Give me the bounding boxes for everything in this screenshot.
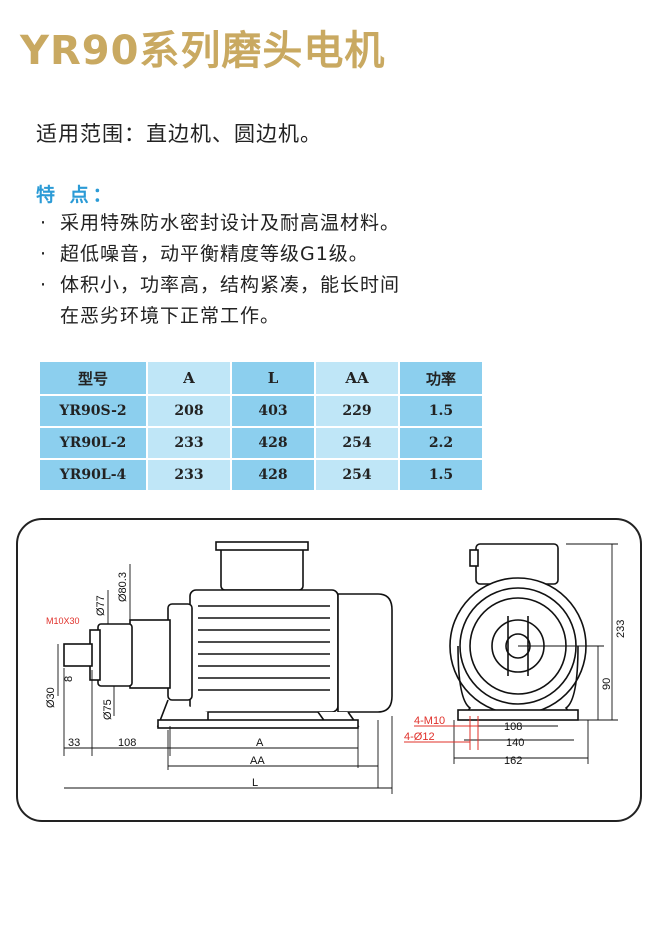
dim-8: 8	[63, 676, 75, 682]
table-header-row: 型号 A L AA 功率	[40, 362, 482, 394]
cell-model: YR90L-2	[40, 428, 146, 458]
feature-text: 采用特殊防水密封设计及耐高温材料。	[60, 212, 401, 234]
dim-l: L	[252, 777, 258, 789]
table-row: YR90S-2 208 403 229 1.5	[40, 396, 482, 426]
technical-drawing-frame: M10X30 Ø77 Ø80.3 Ø30 8 Ø75 33 108 A AA L	[16, 518, 642, 822]
cell-model: YR90S-2	[40, 396, 146, 426]
dim-140: 140	[506, 737, 524, 749]
dim-d77: Ø77	[95, 595, 107, 616]
dim-d80-3: Ø80.3	[117, 572, 129, 602]
col-header-l: L	[232, 362, 314, 394]
feature-item-continued: 在恶劣环境下正常工作。	[40, 301, 400, 332]
cell-power: 1.5	[400, 460, 482, 490]
cell-a: 208	[148, 396, 230, 426]
dim-233: 233	[615, 620, 627, 638]
dim-108-side: 108	[118, 737, 136, 749]
features-list: · 采用特殊防水密封设计及耐高温材料。 · 超低噪音，动平衡精度等级G1级。 · 体积…	[40, 208, 400, 332]
bullet: ·	[40, 274, 48, 296]
cell-aa: 254	[316, 428, 398, 458]
dim-aa: AA	[250, 755, 265, 767]
front-view	[449, 543, 587, 721]
side-dimension-lines	[57, 564, 393, 794]
table-row: YR90L-4 233 428 254 1.5	[40, 460, 482, 490]
cell-aa: 229	[316, 396, 398, 426]
dim-4-d12: 4-Ø12	[404, 731, 435, 743]
cell-aa: 254	[316, 460, 398, 490]
feature-item: · 超低噪音，动平衡精度等级G1级。	[40, 239, 400, 270]
motor-dimension-drawing: M10X30 Ø77 Ø80.3 Ø30 8 Ø75 33 108 A AA L	[45, 541, 627, 794]
front-red-leaders	[404, 716, 479, 750]
bullet: ·	[40, 212, 48, 234]
dim-90: 90	[601, 678, 613, 690]
cell-l: 403	[232, 396, 314, 426]
application-scope: 适用范围：直边机、圆边机。	[36, 122, 322, 146]
bullet: ·	[40, 243, 48, 265]
dim-d30: Ø30	[45, 687, 57, 708]
cell-l: 428	[232, 428, 314, 458]
dim-33: 33	[68, 737, 80, 749]
cell-model: YR90L-4	[40, 460, 146, 490]
dim-162: 162	[504, 755, 522, 767]
cell-l: 428	[232, 460, 314, 490]
col-header-aa: AA	[316, 362, 398, 394]
feature-text: 在恶劣环境下正常工作。	[60, 305, 281, 327]
front-dimension-labels: 233 90 4-M10 4-Ø12 108 140 162	[404, 620, 627, 767]
side-view	[63, 541, 393, 729]
dim-m10x30: M10X30	[46, 616, 80, 626]
feature-text: 体积小，功率高，结构紧凑，能长时间	[60, 274, 401, 296]
cell-a: 233	[148, 460, 230, 490]
col-header-power: 功率	[400, 362, 482, 394]
cell-power: 2.2	[400, 428, 482, 458]
feature-item: · 体积小，功率高，结构紧凑，能长时间	[40, 270, 400, 301]
dim-a: A	[256, 737, 264, 749]
page-title: YR90系列磨头电机	[20, 28, 386, 74]
feature-text: 超低噪音，动平衡精度等级G1级。	[60, 243, 369, 265]
dim-108-front: 108	[504, 721, 522, 733]
col-header-model: 型号	[40, 362, 146, 394]
dim-d75: Ø75	[102, 699, 114, 720]
spec-table: 型号 A L AA 功率 YR90S-2 208 403 229 1.5 YR9…	[38, 360, 484, 492]
table-row: YR90L-2 233 428 254 2.2	[40, 428, 482, 458]
col-header-a: A	[148, 362, 230, 394]
feature-item: · 采用特殊防水密封设计及耐高温材料。	[40, 208, 400, 239]
features-heading: 特 点：	[36, 184, 116, 206]
side-dimension-labels: M10X30 Ø77 Ø80.3 Ø30 8 Ø75 33 108 A AA L	[45, 572, 265, 789]
cell-power: 1.5	[400, 396, 482, 426]
cell-a: 233	[148, 428, 230, 458]
dim-4-m10: 4-M10	[414, 715, 445, 727]
